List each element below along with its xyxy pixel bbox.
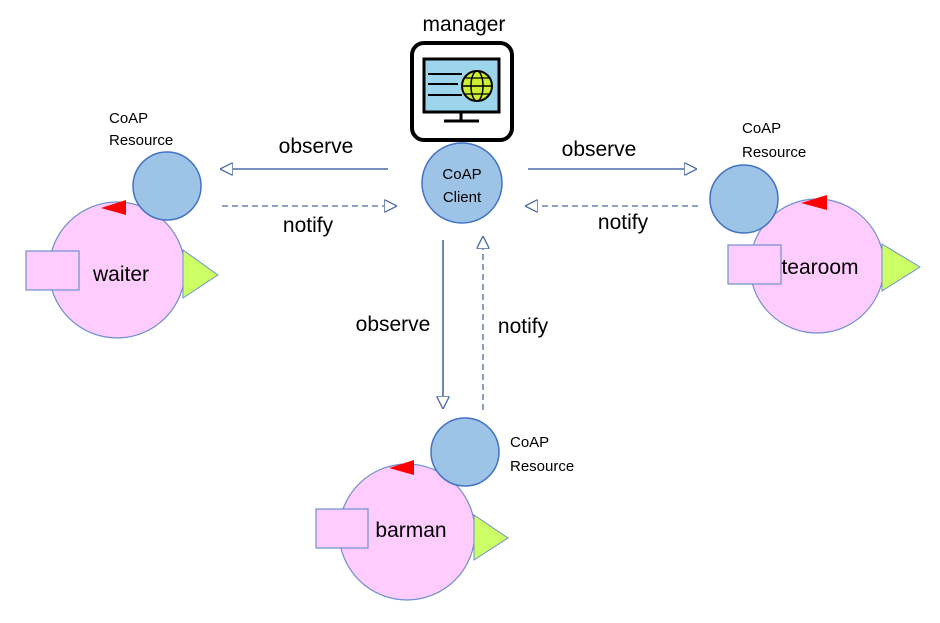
barman-name: barman (375, 519, 446, 542)
barman-green-marker (473, 514, 509, 561)
tearoom-agent: tearoom CoAP Resource (709, 120, 921, 334)
tearoom-resource-label-line1: CoAP (742, 120, 781, 137)
coap-client: CoAP Client (421, 142, 503, 224)
manager-title: manager (423, 13, 506, 36)
computer-monitor-globe-icon (410, 41, 514, 142)
barman-red-marker (389, 460, 414, 475)
tearoom-observe-label: observe (562, 138, 637, 161)
waiter-notify-label: notify (283, 214, 334, 237)
barman-resource-label-line2: Resource (510, 458, 574, 475)
barman-notify-label: notify (498, 315, 549, 338)
manager-node: manager CoAP Client (410, 13, 514, 224)
barman-box (315, 508, 369, 549)
tearoom-coap-resource (709, 164, 779, 234)
barman-agent: barman CoAP Resource (315, 417, 574, 601)
tearoom-box (727, 244, 782, 285)
tearoom-notify-label: notify (598, 211, 649, 234)
waiter-coap-resource (132, 151, 202, 221)
waiter-box (25, 250, 80, 291)
waiter-resource-label-line2: Resource (109, 132, 173, 149)
tearoom-resource-label-line2: Resource (742, 144, 806, 161)
waiter-resource-label-line1: CoAP (109, 110, 148, 127)
coap-client-label-line1: CoAP (442, 166, 481, 183)
barman-coap-resource (430, 417, 500, 487)
coap-client-label-line2: Client (443, 189, 482, 206)
waiter-observe-label: observe (279, 135, 354, 158)
waiter-name: waiter (92, 263, 149, 286)
tearoom-name: tearoom (781, 256, 858, 279)
tearoom-green-marker (881, 243, 921, 292)
barman-observe-label: observe (356, 313, 431, 336)
barman-resource-label-line1: CoAP (510, 434, 549, 451)
tearoom-red-marker (801, 195, 827, 210)
waiter-red-marker (101, 200, 126, 215)
waiter-agent: waiter CoAP Resource (25, 110, 219, 339)
waiter-green-marker (182, 249, 219, 299)
